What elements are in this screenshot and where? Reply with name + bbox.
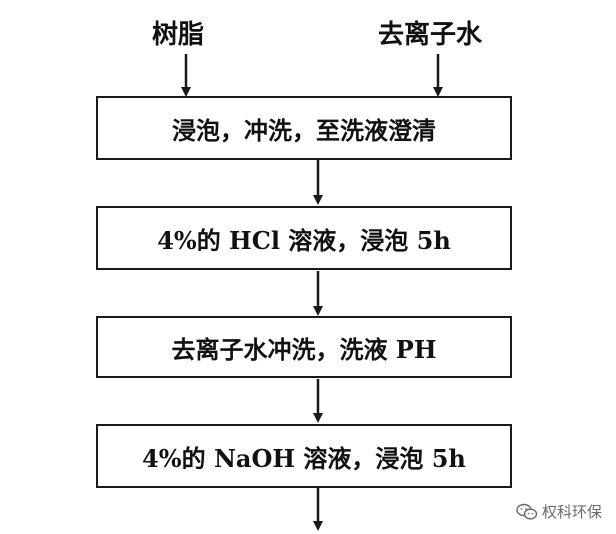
input-label-deionized-water: 去离子水 [378, 20, 483, 50]
step-label: 4%的 HCl 溶液，浸泡 5h [157, 225, 451, 255]
step-label: 去离子水冲洗，洗液 PH [171, 334, 437, 364]
input-label-resin: 树脂 [152, 20, 205, 50]
step-label: 浸泡，冲洗，至洗液澄清 [172, 115, 436, 145]
step-label: 4%的 NaOH 溶液，浸泡 5h [142, 443, 466, 473]
step-box-naoh-soak: 4%的 NaOH 溶液，浸泡 5h [96, 424, 512, 488]
watermark: 权科环保 [516, 501, 602, 522]
wechat-icon [516, 503, 538, 521]
watermark-text: 权科环保 [541, 503, 602, 521]
step-box-hcl-soak: 4%的 HCl 溶液，浸泡 5h [96, 206, 512, 270]
step-box-soak-rinse: 浸泡，冲洗，至洗液澄清 [96, 96, 512, 160]
step-box-water-rinse: 去离子水冲洗，洗液 PH [96, 316, 512, 378]
